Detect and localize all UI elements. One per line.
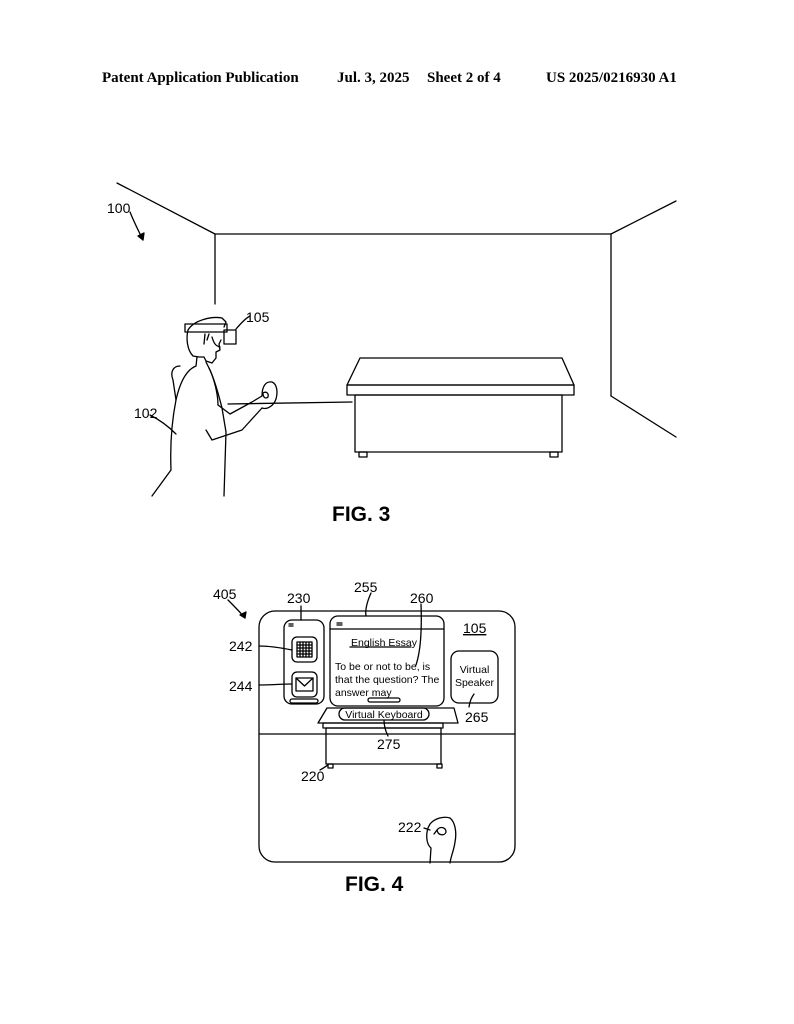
fig4-ref-table: 220 [301,768,325,784]
fig4-ref-icon-b: 244 [229,678,253,694]
fig3-ref-headset: 105 [246,309,270,325]
header-publication-label: Patent Application Publication [102,70,299,86]
fig3-caption: FIG. 3 [332,503,391,526]
fig4-ref-keyboard: 275 [377,736,401,752]
fig4-ref-hand: 222 [398,819,422,835]
fig4-leader-lines [227,592,475,831]
fig4-hand [426,816,457,864]
fig4-ref-app-panel: 230 [287,590,311,606]
fig4-speaker-box [450,650,499,704]
fig4-table [322,722,444,769]
fig4-caption: FIG. 4 [345,873,404,896]
header-patent-number: US 2025/0216930 A1 [546,70,677,86]
fig4-ref-view: 405 [213,586,237,602]
fig4-ref-speaker: 265 [465,709,489,725]
doc-text-line-2: that the question? The [335,674,439,686]
fig4-ref-headset: 105 [463,620,487,636]
fig3-room [116,182,677,438]
doc-text-line-1: To be or not to be, is [335,661,430,673]
fig3-ref-user: 102 [134,405,158,421]
header-sheet: Sheet 2 of 4 [427,70,501,86]
fig3-ref-environment: 100 [107,200,131,216]
header-date: Jul. 3, 2025 [337,70,410,86]
doc-title: English Essay [351,637,418,649]
speaker-label-line-1: Virtual [460,664,490,676]
fig4-ref-doc-window: 255 [354,579,378,595]
keyboard-label: Virtual Keyboard [345,709,423,721]
fig3-user [151,316,278,497]
fig4-ref-doc-text: 260 [410,590,434,606]
fig4-app-panel [283,619,325,705]
fig4-ref-icon-a: 242 [229,638,253,654]
fig3-table [346,357,575,458]
fig4-document-window [329,615,445,707]
speaker-label-line-2: Speaker [455,677,495,689]
fig3-leader-lines [129,211,251,435]
doc-text-line-3: answer may [335,687,392,699]
